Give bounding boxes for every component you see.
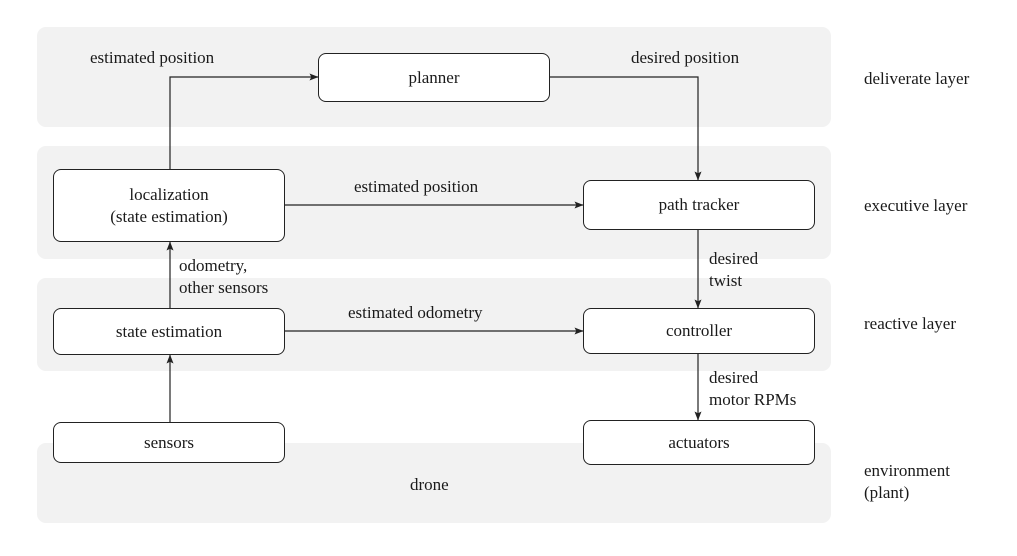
edge-label-desired-twist: desired twist bbox=[709, 248, 758, 292]
layer-label-reactive: reactive layer bbox=[864, 314, 957, 333]
layer-label-environment-line2: (plant) bbox=[864, 483, 910, 502]
edge-label-desired-twist-line2: twist bbox=[709, 271, 743, 290]
edge-label-estimated-position-top: estimated position bbox=[90, 48, 215, 67]
edge-label-desired-rpm-line1: desired bbox=[709, 368, 759, 387]
state-estimation-label: state estimation bbox=[115, 321, 223, 341]
localization-label: localization bbox=[129, 184, 209, 204]
state-estimation-node: state estimation bbox=[53, 308, 285, 355]
actuators-node: actuators bbox=[583, 420, 815, 465]
edge-localization-to-planner bbox=[169, 73, 319, 169]
sensors-label: sensors bbox=[143, 432, 195, 452]
controller-label: controller bbox=[665, 321, 733, 340]
path-tracker-node: path tracker bbox=[583, 180, 815, 230]
sensors-node: sensors bbox=[53, 422, 285, 463]
localization-node: localization (state estimation) bbox=[53, 169, 285, 242]
edge-label-estimated-odometry: estimated odometry bbox=[348, 303, 483, 322]
layer-label-environment: environment (plant) bbox=[864, 460, 950, 504]
layer-label-environment-line1: environment bbox=[864, 461, 950, 480]
edge-label-odometry-line2: other sensors bbox=[179, 278, 269, 297]
edge-label-desired-position: desired position bbox=[631, 48, 740, 67]
actuators-label: actuators bbox=[668, 432, 730, 452]
planner-label: planner bbox=[408, 67, 460, 87]
drone-label: drone bbox=[410, 475, 449, 494]
edge-label-odometry-line1: odometry, bbox=[179, 256, 248, 275]
controller-node: controller bbox=[583, 308, 815, 354]
edge-label-estimated-position-mid: estimated position bbox=[354, 177, 479, 196]
edge-label-desired-twist-line1: desired bbox=[709, 249, 759, 268]
planner-node: planner bbox=[318, 53, 550, 102]
layer-label-deliberate: deliverate layer bbox=[864, 69, 970, 88]
edge-label-odometry: odometry, other sensors bbox=[179, 255, 268, 299]
path-tracker-label: path tracker bbox=[658, 195, 740, 214]
localization-sublabel: (state estimation) bbox=[110, 206, 228, 226]
edge-label-desired-rpm: desired motor RPMs bbox=[709, 367, 796, 411]
edge-planner-to-path-tracker bbox=[550, 76, 702, 181]
layer-label-executive: executive layer bbox=[864, 196, 968, 215]
edge-label-desired-rpm-line2: motor RPMs bbox=[709, 390, 797, 409]
